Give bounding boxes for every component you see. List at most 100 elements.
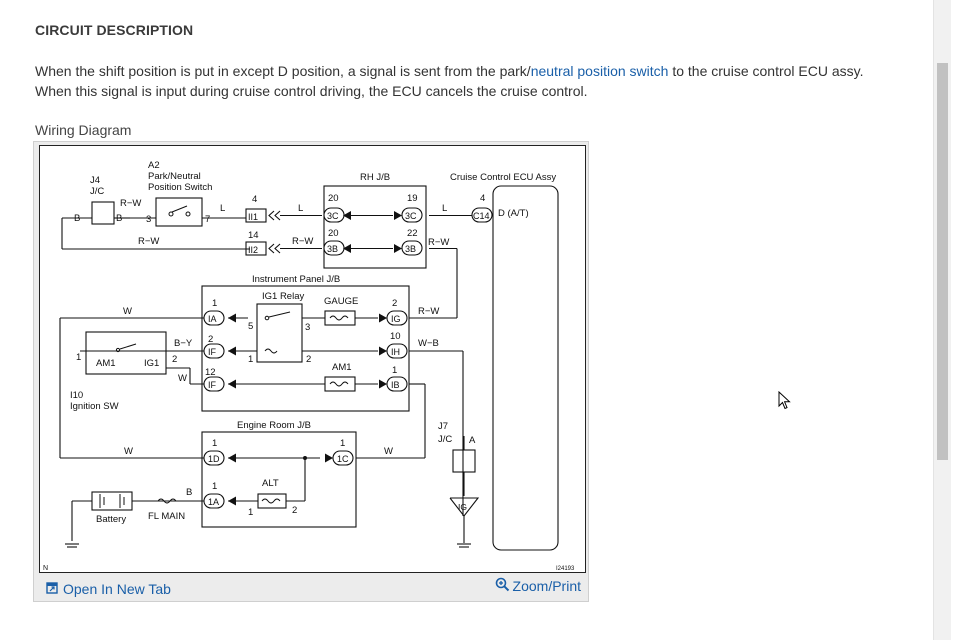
label-wire-l-2: L <box>298 203 303 214</box>
zoom-print-link[interactable]: Zoom/Print <box>495 577 581 595</box>
label-ig-ground: IG <box>458 502 467 512</box>
label-wire-w-4: W <box>384 446 393 457</box>
label-pin-1-relay: 1 <box>248 354 253 365</box>
label-position-switch: Position Switch <box>148 182 212 193</box>
label-pin-4: 4 <box>252 194 257 205</box>
label-wire-w-1: W <box>123 306 132 317</box>
label-1d: 1D <box>208 454 220 464</box>
label-pin-2-ig: 2 <box>392 298 397 309</box>
label-3b-b: 3B <box>405 244 416 254</box>
open-in-new-tab-label: Open In New Tab <box>63 581 171 597</box>
label-j7-jc: J/C <box>438 434 452 445</box>
label-pin-1-1c: 1 <box>340 438 345 449</box>
label-pin-1-1a: 1 <box>212 481 217 492</box>
label-wire-w-2: W <box>178 373 187 384</box>
label-pin-1-ib: 1 <box>392 365 397 376</box>
label-alt: ALT <box>262 478 279 489</box>
label-pin-19: 19 <box>407 193 418 204</box>
label-wire-rw-4: R−W <box>428 237 449 248</box>
neutral-position-switch-link[interactable]: neutral position switch <box>530 63 669 79</box>
label-pin-4-ecu: 4 <box>480 193 485 204</box>
circuit-description: When the shift position is put in except… <box>35 61 905 101</box>
label-ih: IH <box>391 347 400 357</box>
label-wire-rw-1: R−W <box>120 198 141 209</box>
label-ig1-relay: IG1 Relay <box>262 291 304 302</box>
label-er-jb: Engine Room J/B <box>237 420 311 431</box>
label-ignition-sw: Ignition SW <box>70 401 119 412</box>
label-pin-10: 10 <box>390 331 401 342</box>
label-a: A <box>469 435 476 446</box>
label-am1: AM1 <box>96 358 116 369</box>
mouse-cursor-icon <box>778 390 792 416</box>
label-a2: A2 <box>148 160 160 171</box>
right-gutter <box>951 0 957 640</box>
label-wire-w-3: W <box>124 446 133 457</box>
label-ib: IB <box>391 380 400 390</box>
scrollbar-thumb[interactable] <box>937 63 948 460</box>
label-pin-3-relay: 3 <box>305 322 310 333</box>
label-pin-2-relay: 2 <box>306 354 311 365</box>
label-pin-20b: 20 <box>328 228 339 239</box>
label-pin-7: 7 <box>205 214 210 225</box>
label-ecu-terminal: D (A/T) <box>498 208 529 219</box>
label-if-b: IF <box>208 380 217 390</box>
label-i10: I10 <box>70 390 83 401</box>
label-ig: IG <box>391 314 401 324</box>
label-battery: Battery <box>96 514 126 525</box>
section-title: CIRCUIT DESCRIPTION <box>35 22 194 38</box>
label-if-a: IF <box>208 347 217 357</box>
label-pin-3: 3 <box>146 214 151 225</box>
label-park-neutral: Park/Neutral <box>148 171 201 182</box>
label-ecu: Cruise Control ECU Assy <box>450 172 556 183</box>
label-j7: J7 <box>438 421 448 432</box>
label-pin-14: 14 <box>248 230 259 241</box>
label-n: N <box>43 565 48 572</box>
label-pin-2-if: 2 <box>208 334 213 345</box>
wiring-diagram-image[interactable]: J4 J/C A2 Park/Neutral Position Switch B… <box>39 145 586 573</box>
label-pin-5: 5 <box>248 321 253 332</box>
label-wire-rw-2: R−W <box>138 236 159 247</box>
label-b-right: B <box>116 213 122 224</box>
label-wire-rw-5: R−W <box>418 306 439 317</box>
label-pin-1-alt: 1 <box>248 507 253 518</box>
label-code: I24193 <box>556 566 575 572</box>
label-fl-main: FL MAIN <box>148 511 185 522</box>
label-3c-a: 3C <box>327 211 339 221</box>
label-ii2: II2 <box>248 245 258 255</box>
label-pin-1-1d: 1 <box>212 438 217 449</box>
label-ip-jb: Instrument Panel J/B <box>252 274 340 285</box>
label-3c-b: 3C <box>405 211 417 221</box>
desc-text-2: to the cruise control ECU assy. <box>668 63 864 79</box>
label-wire-l-3: L <box>442 203 447 214</box>
label-pin-20a: 20 <box>328 193 339 204</box>
vertical-scrollbar[interactable] <box>933 0 951 640</box>
wiring-diagram-svg: J4 J/C A2 Park/Neutral Position Switch B… <box>43 160 575 572</box>
label-gauge: GAUGE <box>324 296 358 307</box>
desc-text-3: When this signal is input during cruise … <box>35 83 588 99</box>
label-ia: IA <box>208 314 217 324</box>
label-pin-2-alt: 2 <box>292 505 297 516</box>
wiring-diagram-figure: J4 J/C A2 Park/Neutral Position Switch B… <box>33 141 589 602</box>
wiring-diagram-label: Wiring Diagram <box>35 122 132 138</box>
label-pin-22: 22 <box>407 228 418 239</box>
label-wire-by: B−Y <box>174 338 193 349</box>
label-ig1: IG1 <box>144 358 159 369</box>
label-pin-1-ia: 1 <box>212 298 217 309</box>
label-c14: C14 <box>473 211 490 221</box>
label-j4: J4 <box>90 175 100 186</box>
label-wire-rw-3: R−W <box>292 236 313 247</box>
zoom-print-label: Zoom/Print <box>512 578 581 594</box>
label-pin-2-sw: 2 <box>172 354 177 365</box>
label-wire-l-1: L <box>220 203 225 214</box>
label-pin-12: 12 <box>205 367 216 378</box>
open-in-new-tab-link[interactable]: Open In New Tab <box>46 581 171 597</box>
desc-text-1: When the shift position is put in except… <box>35 63 531 79</box>
open-in-new-tab-icon <box>46 581 58 597</box>
label-1c: 1C <box>337 454 349 464</box>
label-rh-jb: RH J/B <box>360 172 390 183</box>
label-pin-1-sw: 1 <box>76 352 81 363</box>
zoom-in-icon <box>495 577 510 595</box>
label-b-left: B <box>74 213 80 224</box>
label-j4-jc: J/C <box>90 186 104 197</box>
label-1a: 1A <box>208 497 219 507</box>
